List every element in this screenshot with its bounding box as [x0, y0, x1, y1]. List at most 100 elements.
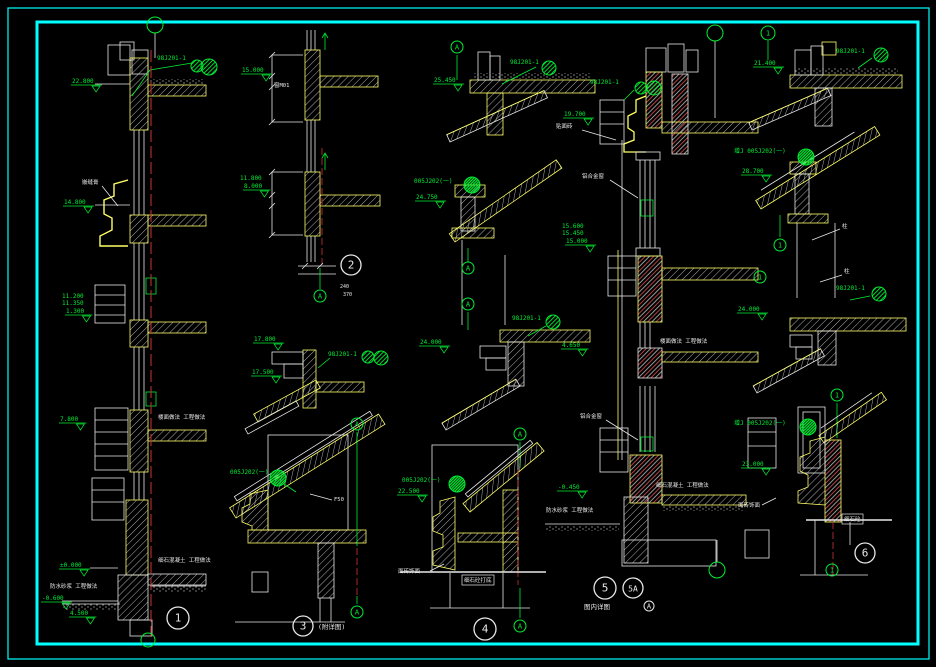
grid-bubble [708, 561, 726, 579]
note-text: 面砖饰面 [398, 567, 421, 575]
elevation-triangle-icon [583, 118, 593, 126]
note-text: 柱 [844, 267, 850, 275]
annotation-text: 增J 005J202(一) [734, 419, 786, 427]
elevation-triangle-icon [757, 313, 767, 321]
note-text: (附详图) [318, 622, 345, 631]
sheet-frame [7, 7, 930, 660]
detail-2-linework [268, 30, 381, 289]
elevation-triangle-icon [85, 617, 96, 625]
note-text-box [461, 574, 495, 586]
elevation-triangle-icon [761, 468, 771, 476]
annotation-text: 7.800 [60, 416, 78, 423]
note-text: 贴面砖 [556, 122, 573, 130]
note-text: 嵌缝膏 [82, 178, 99, 186]
detail-4-linework [400, 51, 596, 618]
reference-circle-icon [200, 58, 218, 76]
note-text-box [841, 513, 864, 525]
elevation-triangle-icon [435, 201, 445, 209]
elevation-triangle-icon [577, 349, 588, 357]
reference-circle-icon [463, 176, 481, 194]
note-text: 防水砂浆 工程做法 [546, 506, 594, 514]
reference-circle-icon [269, 469, 287, 487]
note-text: 铝合金窗 [580, 412, 603, 420]
note-text: 细石混凝土 工程做法 [656, 481, 709, 489]
detail-number-bubble [593, 576, 617, 600]
note-text: 防水砂浆 工程做法 [50, 582, 98, 590]
annotations-layer: 98J201-122.800嵌缝膏14.80011.20011.3501.300… [41, 16, 889, 648]
annotation-text: 15.600 [562, 223, 584, 230]
detail-1-linework [62, 33, 207, 637]
section-marker-label: 1 [778, 242, 782, 250]
annotation-text: 005J202(一) [414, 178, 453, 185]
elevation-triangle-icon [773, 67, 783, 75]
detail-number-bubble [473, 617, 497, 641]
elevation-triangle-icon [577, 491, 587, 499]
section-marker-label: 1 [835, 392, 839, 400]
detail-number: 4 [482, 623, 489, 636]
annotation-text: 22.800 [72, 78, 94, 85]
annotation-text: 21.400 [754, 60, 776, 67]
elevation-triangle-icon [91, 85, 101, 93]
annotation-text: 24.000 [420, 339, 442, 346]
section-marker-bubble [643, 600, 655, 612]
section-marker-label: A [466, 301, 471, 309]
reference-circle-icon [873, 47, 889, 63]
detail-number: 3 [300, 620, 307, 633]
detail-6-linework [744, 41, 907, 576]
annotation-text: 11.200 [62, 293, 84, 300]
annotation-text: 24.000 [738, 306, 760, 313]
section-marker-label: A [318, 293, 323, 301]
reference-circle-icon [634, 81, 648, 95]
section-marker-label: A [518, 431, 523, 439]
elevation-triangle-icon [61, 602, 71, 610]
note-text: 楼面做法 工程做法 [660, 337, 708, 345]
reference-circle-icon [545, 314, 561, 330]
reference-circle-icon [448, 475, 466, 493]
annotation-text: 19.700 [564, 111, 586, 118]
annotation-text: 22.500 [398, 488, 420, 495]
elevation-triangle-icon [761, 175, 771, 183]
elevation-triangle-icon [81, 315, 92, 323]
note-text: 柱 [842, 222, 848, 230]
annotation-text: 4.650 [562, 342, 580, 349]
reference-circle-icon [799, 418, 817, 436]
grid-bubble [706, 24, 724, 42]
note-text: 面砖饰面 [738, 501, 761, 509]
detail-number: 5A [628, 585, 638, 594]
annotation-text: 17.500 [252, 369, 274, 376]
elevation-triangle-icon [453, 84, 463, 92]
annotation-text: 25.450 [434, 77, 456, 84]
annotation-text: 005J202(一) [402, 477, 441, 484]
detail-number-bubble [292, 615, 314, 637]
section-marker-bubble [513, 619, 527, 633]
reference-circle-icon [871, 286, 887, 302]
note-text: F50 [334, 497, 344, 503]
section-marker-label: A [466, 265, 471, 273]
elevation-triangle-icon [585, 245, 595, 253]
annotation-text: 11.350 [62, 300, 84, 307]
detail-number: 6 [862, 547, 869, 560]
annotation-text: 14.800 [64, 199, 86, 206]
annotation-text: 98J201-1 [328, 351, 357, 358]
detail-number: 1 [175, 612, 182, 625]
annotation-text: 98J201-1 [157, 55, 186, 62]
annotation-text: 11.800 [240, 175, 262, 182]
annotation-text: 15.000 [566, 238, 588, 245]
detail-number: 5 [602, 582, 609, 595]
section-marker-label: 1 [830, 567, 834, 575]
reference-circle-icon [361, 350, 375, 364]
section-marker-bubble [760, 25, 776, 41]
section-marker-bubble [461, 261, 475, 275]
detail-number-bubble [854, 542, 876, 564]
annotation-text: 98J201-1 [590, 79, 619, 86]
note-text: 图内详图 [584, 602, 610, 611]
note-text: 楼面做法 工程做法 [158, 413, 206, 421]
elevation-triangle-icon [75, 423, 86, 431]
detail-number-bubble [622, 577, 644, 599]
grid-bubble [146, 16, 164, 34]
elevation-triangle-icon [439, 346, 449, 354]
section-marker-label: 1 [758, 274, 762, 282]
elevation-triangle-icon [79, 569, 89, 577]
grid-bubble [140, 632, 156, 648]
section-marker-label: A [518, 623, 523, 631]
